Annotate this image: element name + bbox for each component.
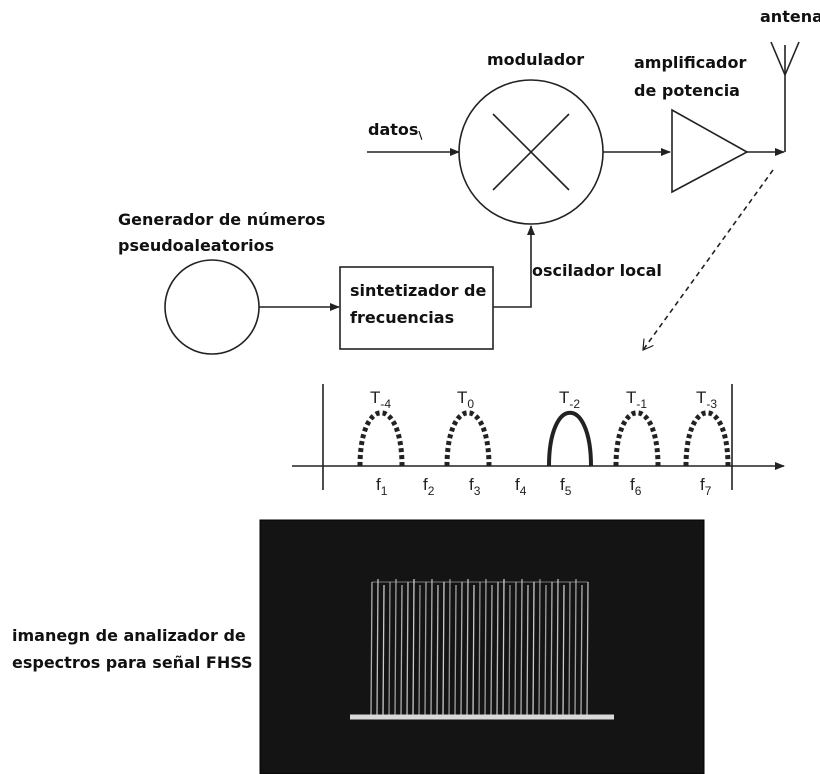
analyzer-trace-line [508,584,511,718]
analyzer-trace-line [436,584,439,718]
analyzer-trace-line [532,581,535,718]
antenna [770,41,800,152]
frequency-label: f1 [376,475,388,498]
frequency-synthesizer-box [339,266,494,350]
frequency-label: f2 [423,475,435,498]
analyzer-trace-line [544,584,547,718]
analyzer-trace-line [520,578,523,718]
analyzer-trace-line [394,578,397,718]
analyzer-trace-line [376,578,379,718]
spectrum-slot-label: T-4 [370,388,391,411]
amplifier-label-line1: amplificador [634,53,746,72]
analyzer-trace-line [502,578,505,718]
analyzer-caption-line1: imanegn de analizador de [12,626,246,645]
analyzer-trace-line [580,584,583,718]
frequency-label: f5 [560,475,572,498]
generator-label-line2: pseudoaleatorios [118,236,274,255]
analyzer-trace-line [568,581,571,718]
analyzer-trace-line [370,581,373,718]
analyzer-trace-line [556,578,559,718]
spectrum-slot-label: T-1 [626,388,647,411]
analyzer-trace-line [484,578,487,718]
modulator-mixer [458,79,604,225]
dashed-spectrum-arrow [643,169,774,350]
analyzer-trace-line [424,581,427,718]
power-amplifier-triangle [671,108,749,194]
analyzer-trace-line [514,581,517,718]
spectrum-axes [292,384,785,490]
analyzer-trace-line [418,584,421,718]
frequency-label: f6 [630,475,642,498]
analyzer-trace-line [574,578,577,718]
analyzer-trace-line [454,584,457,718]
analyzer-trace-line [460,581,463,718]
analyzer-trace-line [388,581,391,718]
frequency-label: f3 [469,475,481,498]
synth-label-line2: frecuencias [350,308,454,327]
spectrum-slot-label: T0 [457,388,474,411]
analyzer-trace-line [490,584,493,718]
analyzer-trace-line [586,581,589,718]
analyzer-trace-line [526,584,529,718]
spectrum-slot-label: T-3 [696,388,717,411]
analyzer-trace-line [478,581,481,718]
spectrum-slot-lobe [613,410,661,467]
analyzer-trace [370,578,589,718]
analyzer-trace-line [400,584,403,718]
analyzer-trace-line [442,581,445,718]
modulator-label: modulador [487,50,584,69]
analyzer-caption-line2: espectros para señal FHSS [12,653,253,672]
spectrum-slot-lobe [547,410,593,467]
analyzer-trace-line [448,578,451,718]
analyzer-trace-line [430,578,433,718]
spectrum-slot-lobe [444,410,492,467]
analyzer-trace-line [472,584,475,718]
spectrum-slot-lobe [357,410,405,467]
analyzer-trace-line [382,584,385,718]
generator-label-line1: Generador de números [118,210,325,229]
analyzer-trace-line [496,581,499,718]
amplifier-label-line2: de potencia [634,81,740,100]
analyzer-trace-line [550,581,553,718]
frequency-label: f4 [515,475,527,498]
synth-label-line1: sintetizador de [350,281,487,300]
analyzer-trace-line [466,578,469,718]
spectrum-analyzer-image [259,519,705,774]
data-input-label: datos\ [368,120,423,142]
antenna-label: antena [760,7,820,26]
analyzer-trace-line [538,578,541,718]
prn-generator-circle [164,259,260,355]
local-oscillator-path [493,225,535,308]
spectrum-slot-lobe [683,410,731,467]
analyzer-trace-line [562,584,565,718]
spectrum-frequency-labels: f1 f2 f3 f4 f5 f6 f7 [376,475,712,498]
spectrum-slots: T-4 T0 T-2 T-1 T-3 [357,388,731,467]
frequency-label: f7 [700,475,712,498]
analyzer-trace-line [406,581,409,718]
local-oscillator-label: oscilador local [532,261,662,280]
spectrum-slot-label: T-2 [559,388,580,411]
analyzer-trace-line [412,578,415,718]
